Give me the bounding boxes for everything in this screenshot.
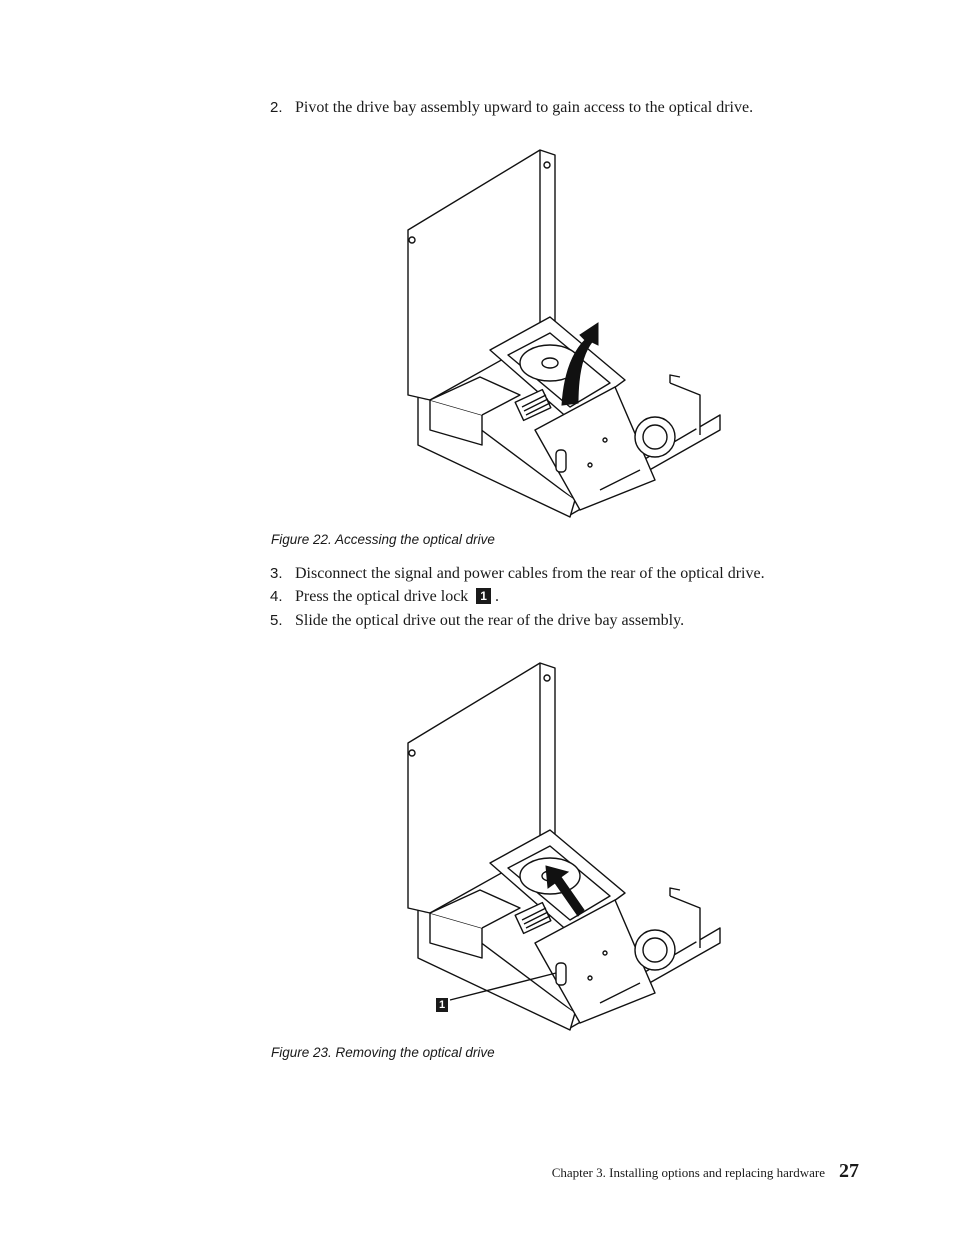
- step-text-end: .: [494, 588, 499, 605]
- step-text: Disconnect the signal and power cables f…: [295, 565, 765, 582]
- page-footer: Chapter 3. Installing options and replac…: [552, 1160, 859, 1183]
- step-number: 3.: [270, 565, 283, 582]
- step-text: Slide the optical drive out the rear of …: [295, 612, 685, 629]
- pivot-arrow-icon: [561, 322, 599, 406]
- slide-arrow-icon: [545, 865, 585, 917]
- figure-22-illustration: [407, 149, 721, 518]
- page-number: 27: [839, 1160, 859, 1182]
- callout-1-badge: 1: [476, 588, 491, 604]
- step-3: 3. Disconnect the signal and power cables…: [270, 564, 765, 584]
- step-4: 4. Press the optical drive lock 1.: [270, 587, 499, 607]
- step-number: 4.: [270, 588, 283, 605]
- step-2: 2. Pivot the drive bay assembly upward to…: [270, 98, 753, 118]
- step-number: 5.: [270, 612, 283, 629]
- step-text: Press the optical drive lock: [295, 588, 469, 605]
- chapter-title: Chapter 3. Installing options and replac…: [551, 1165, 825, 1180]
- step-5: 5. Slide the optical drive out the rear o…: [270, 611, 684, 631]
- step-number: 2.: [270, 99, 283, 116]
- figure-22-caption: Figure 22. Accessing the optical drive: [271, 532, 495, 547]
- step-text: Pivot the drive bay assembly upward to g…: [295, 99, 754, 116]
- figure-23-callout-1: 1: [436, 998, 449, 1012]
- figure-23-illustration: [407, 662, 721, 1031]
- figure-23-caption: Figure 23. Removing the optical drive: [271, 1045, 495, 1060]
